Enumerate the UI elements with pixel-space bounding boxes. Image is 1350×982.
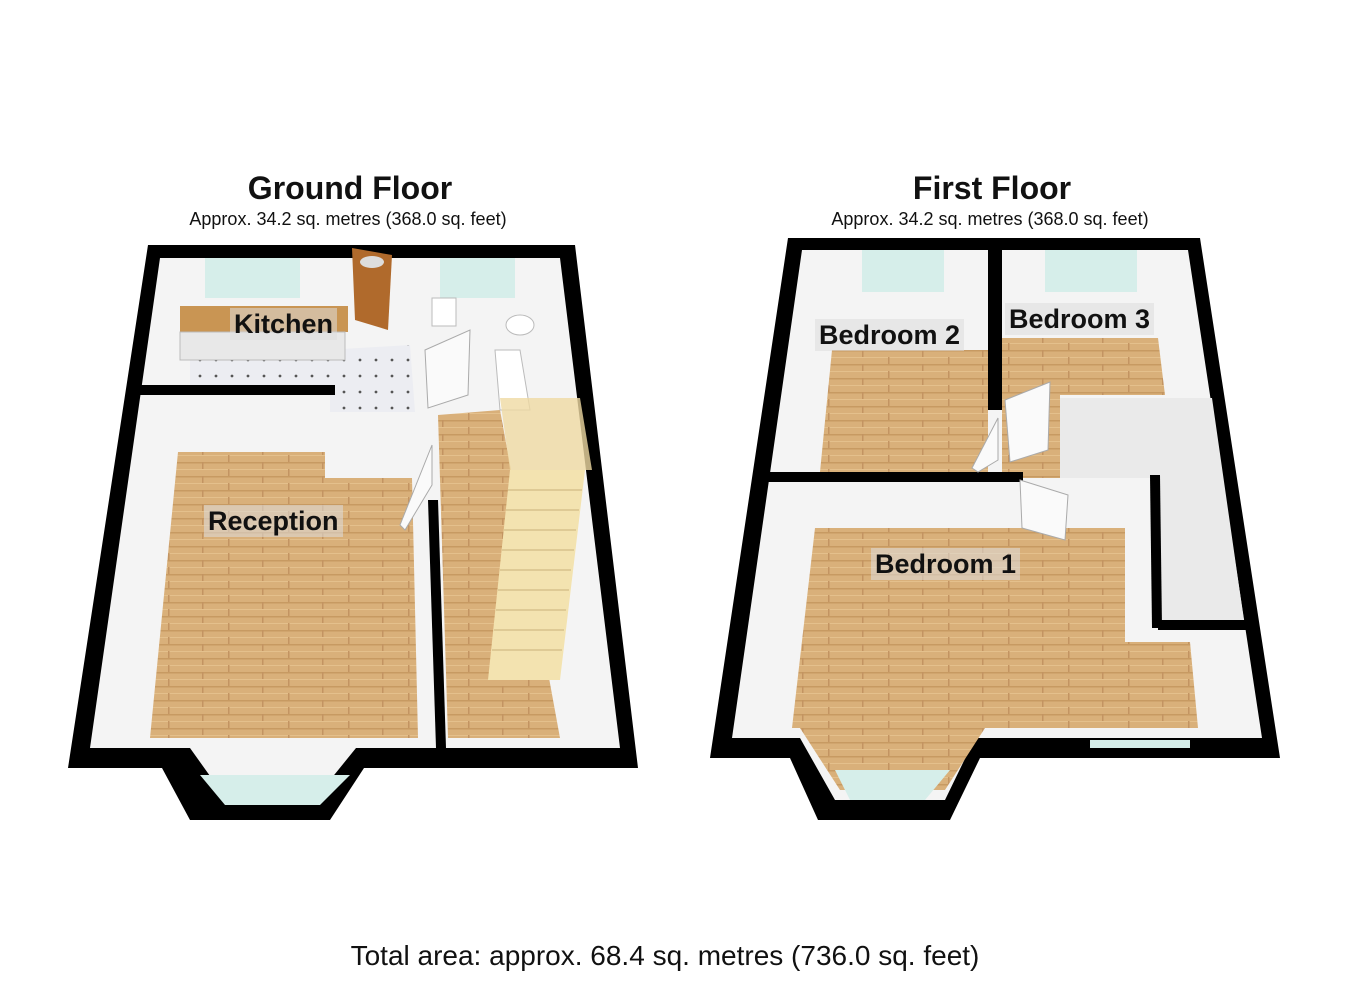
bedroom1-window-right: [1090, 740, 1190, 748]
bedroom1-floor: [792, 528, 1198, 790]
kitchen-floor: [190, 345, 415, 412]
bedroom1-bay-window: [835, 770, 950, 800]
first-bathroom-wall-2: [1158, 620, 1248, 630]
room-label-kitchen: Kitchen: [230, 308, 338, 340]
ground-floor-title: Ground Floor: [247, 170, 453, 206]
first-bathroom-wall: [1150, 475, 1162, 628]
bedroom3-door: [1004, 381, 1051, 463]
reception-hall-wall: [428, 500, 446, 748]
reception-door: [399, 444, 433, 531]
bedroom2-3-wall: [988, 240, 1002, 410]
bedroom3-floor: [1002, 338, 1165, 395]
bathroom-window: [440, 258, 515, 298]
reception-floor: [150, 452, 418, 738]
bedroom-upper-lower-wall: [765, 472, 1023, 482]
bedroom1-door: [1019, 479, 1069, 541]
bedroom2-window: [862, 250, 944, 292]
reception-bay-window: [200, 775, 350, 805]
kitchen-reception-wall: [135, 385, 335, 395]
first-floor-title: First Floor: [912, 170, 1072, 206]
ground-floor-area: Approx. 34.2 sq. metres (368.0 sq. feet): [189, 209, 507, 229]
first-floor-plan: [710, 238, 1280, 820]
bedroom2-floor: [820, 350, 988, 472]
staircase: [488, 398, 592, 680]
first-floor-area: Approx. 34.2 sq. metres (368.0 sq. feet): [831, 209, 1149, 229]
total-area: Total area: approx. 68.4 sq. metres (736…: [350, 940, 980, 971]
bedroom2-door: [971, 417, 999, 473]
bedroom3-window: [1045, 250, 1137, 292]
toilet: [431, 297, 457, 327]
ground-floor-plan: [68, 245, 638, 820]
kitchen-door: [352, 248, 392, 330]
basin: [505, 314, 535, 336]
room-label-bedroom1: Bedroom 1: [871, 548, 1021, 580]
room-label-reception: Reception: [204, 505, 343, 537]
bathroom-door: [424, 329, 471, 409]
door-fanlight: [360, 256, 384, 268]
room-label-bedroom2: Bedroom 2: [815, 319, 965, 351]
kitchen-window: [205, 258, 300, 298]
room-label-bedroom3: Bedroom 3: [1005, 303, 1155, 335]
